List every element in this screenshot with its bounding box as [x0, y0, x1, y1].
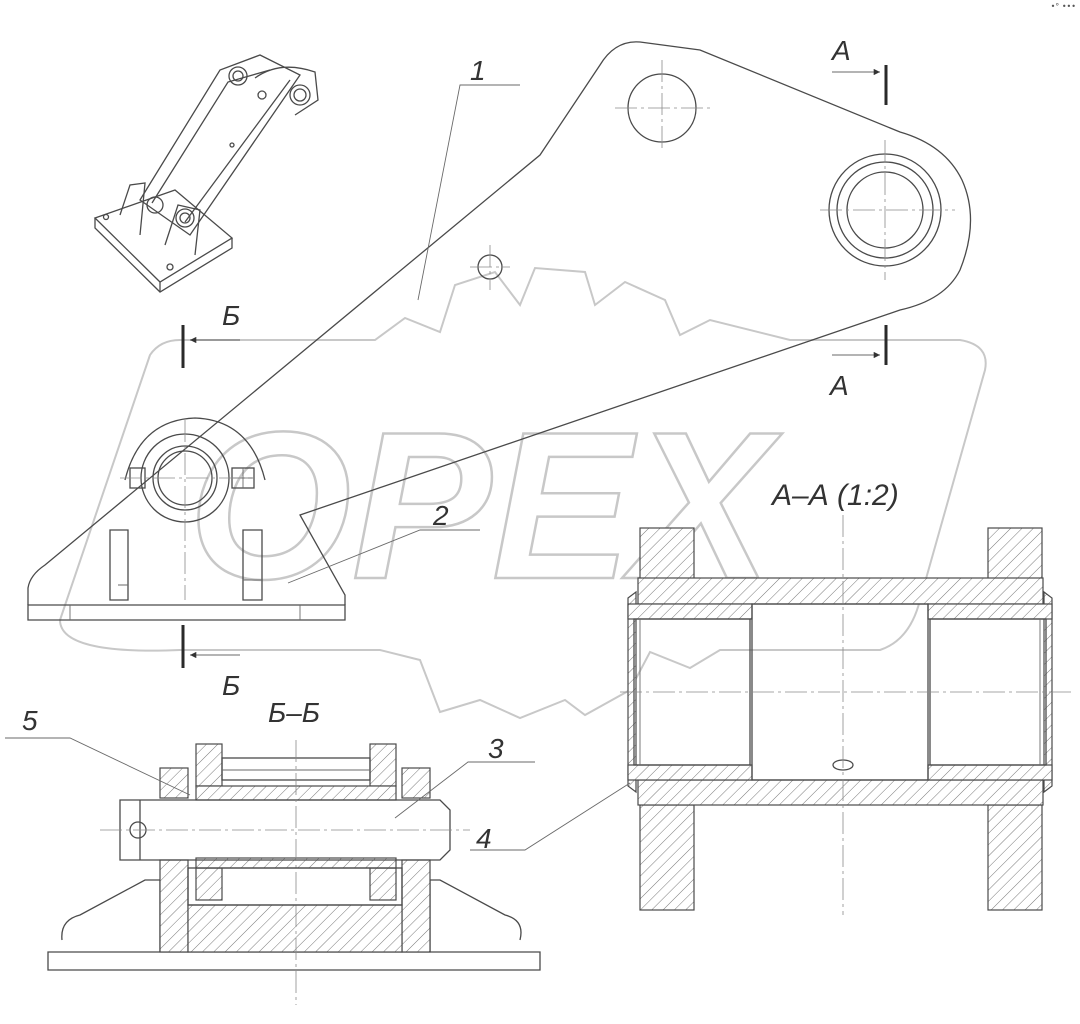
section-b-b	[5, 737, 541, 1005]
part-label-3: 3	[488, 733, 504, 764]
part-label-5: 5	[22, 705, 38, 736]
corner-mark: •° •••	[1050, 2, 1076, 11]
section-a-top-label: A	[830, 35, 851, 66]
section-aa-title: А–А (1:2)	[770, 479, 899, 512]
isometric-view	[93, 54, 319, 293]
section-a-bottom-label: A	[828, 370, 849, 401]
section-a-a	[470, 515, 1075, 915]
section-b-top-label: Б	[222, 300, 240, 331]
labels: 1 2 3 4 5 A A Б Б А–А (1:2) Б–Б	[22, 35, 899, 854]
part-label-1: 1	[470, 55, 486, 86]
section-b-bottom-label: Б	[222, 670, 240, 701]
part-label-4: 4	[476, 823, 492, 854]
main-view	[27, 41, 972, 668]
part-label-2: 2	[432, 500, 449, 531]
section-bb-title: Б–Б	[268, 697, 320, 728]
